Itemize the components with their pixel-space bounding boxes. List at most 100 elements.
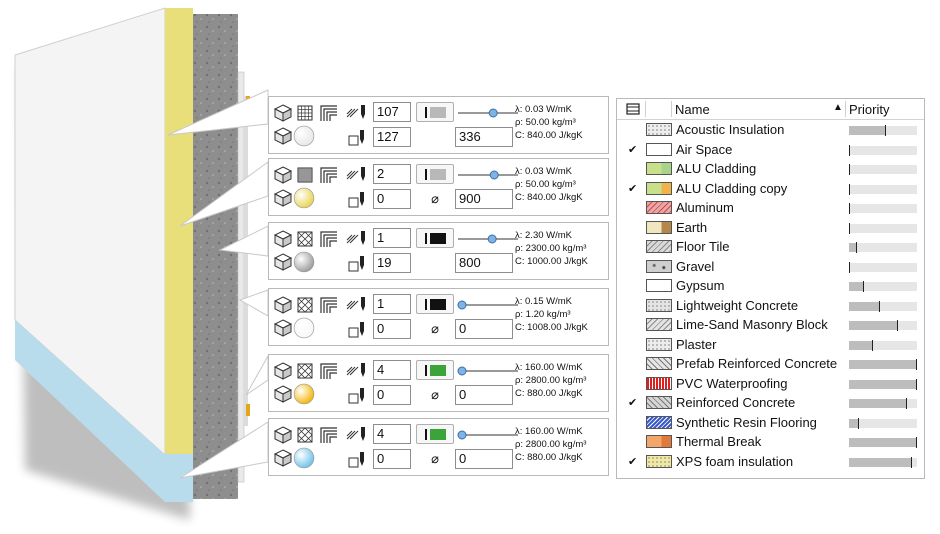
layer-slider[interactable] [454,107,522,119]
priority-bar[interactable] [849,144,917,156]
thickness-field[interactable]: 4 [373,360,411,380]
layer-extra-field[interactable]: 0 [455,319,513,339]
list-item[interactable]: Lime-Sand Masonry Block [617,316,924,335]
hatch-pen-icon[interactable] [343,361,369,381]
priority-bar[interactable] [849,398,917,409]
material-cube-icon[interactable] [273,188,293,208]
priority-bar[interactable] [849,242,917,253]
material-cube-icon[interactable] [273,126,293,146]
priority-bar[interactable] [849,164,917,175]
surface-sphere-icon-0[interactable] [293,125,315,147]
list-item[interactable]: Plaster [617,336,924,355]
fill-color-swatch[interactable] [416,102,454,122]
list-item[interactable]: Gypsum [617,277,924,296]
list-item[interactable]: Lightweight Concrete [617,297,924,316]
list-item[interactable]: PVC Waterproofing [617,375,924,394]
surface-sphere-icon-3[interactable] [293,317,315,339]
priority-bar[interactable] [849,222,917,234]
check-icon[interactable]: ✔ [628,455,638,468]
line-type-icon[interactable] [319,361,339,381]
material-cube-icon[interactable] [273,252,293,272]
hatch-pen-icon[interactable] [343,425,369,445]
surface-sphere-icon-4[interactable] [293,383,315,405]
layer-extra-field[interactable]: 336 [455,127,513,147]
priority-field[interactable]: 127 [373,127,411,147]
layer-slider[interactable] [454,233,522,245]
layer-slider[interactable] [454,299,522,311]
checkbox-pen-icon[interactable] [345,450,369,470]
checkbox-pen-icon[interactable] [345,254,369,274]
fill-color-swatch[interactable] [416,228,454,248]
check-icon[interactable]: ✔ [628,143,638,156]
thickness-field[interactable]: 4 [373,424,411,444]
list-item[interactable]: ✔ XPS foam insulation [617,453,924,472]
fill-color-swatch[interactable] [416,360,454,380]
checkbox-pen-icon[interactable] [345,190,369,210]
check-icon[interactable]: ✔ [628,397,638,409]
priority-bar[interactable] [849,456,917,468]
material-cube-icon[interactable] [273,384,293,404]
name-column-header[interactable]: Name [675,102,710,117]
hatch-pattern-icon[interactable] [295,165,315,185]
priority-bar[interactable] [849,378,917,390]
priority-bar[interactable] [849,300,917,312]
priority-bar[interactable] [849,203,917,214]
columns-settings-icon[interactable] [626,103,640,115]
line-type-icon[interactable] [319,103,339,123]
checkbox-pen-icon[interactable] [345,128,369,148]
fill-color-swatch[interactable] [416,164,454,184]
hatch-pen-icon[interactable] [343,229,369,249]
surface-sphere-icon-5[interactable] [293,447,315,469]
priority-field[interactable]: 0 [373,385,411,405]
list-item[interactable]: ✔ Air Space [617,141,924,160]
list-item[interactable]: Aluminum [617,199,924,218]
material-cube-icon[interactable] [273,295,293,315]
fill-color-swatch[interactable] [416,294,454,314]
checkbox-pen-icon[interactable] [345,386,369,406]
list-item[interactable]: ✔ Reinforced Concrete [617,394,924,413]
priority-bar[interactable] [849,261,917,273]
list-item[interactable]: Synthetic Resin Flooring [617,414,924,433]
check-icon[interactable]: ✔ [628,182,638,195]
material-cube-icon[interactable] [273,103,293,123]
list-item[interactable]: Gravel [617,258,924,277]
list-item[interactable]: ✔ ALU Cladding copy [617,180,924,199]
priority-field[interactable]: 19 [373,253,411,273]
material-cube-icon[interactable] [273,361,293,381]
line-type-icon[interactable] [319,165,339,185]
priority-bar[interactable] [849,437,917,448]
priority-bar[interactable] [849,339,917,351]
priority-bar[interactable] [849,320,917,331]
layer-extra-field[interactable]: 900 [455,189,513,209]
priority-bar[interactable] [849,417,917,429]
layer-extra-field[interactable]: 0 [455,449,513,469]
hatch-pattern-icon[interactable] [295,103,315,123]
thickness-field[interactable]: 1 [373,294,411,314]
sort-ascending-icon[interactable]: ▲ [833,102,843,113]
line-type-icon[interactable] [319,425,339,445]
layer-slider[interactable] [454,365,522,377]
material-cube-icon[interactable] [273,448,293,468]
line-type-icon[interactable] [319,295,339,315]
list-item[interactable]: Thermal Break [617,433,924,452]
material-cube-icon[interactable] [273,425,293,445]
hatch-pattern-icon[interactable] [295,295,315,315]
priority-bar[interactable] [849,359,917,370]
list-item[interactable]: Prefab Reinforced Concrete [617,355,924,374]
list-item[interactable]: Earth [617,219,924,238]
material-cube-icon[interactable] [273,318,293,338]
priority-bar[interactable] [849,125,917,136]
layer-extra-field[interactable]: 800 [455,253,513,273]
priority-field[interactable]: 0 [373,449,411,469]
hatch-pattern-icon[interactable] [295,425,315,445]
list-item[interactable]: Floor Tile [617,238,924,257]
material-cube-icon[interactable] [273,229,293,249]
fill-color-swatch[interactable] [416,424,454,444]
list-item[interactable]: ALU Cladding [617,160,924,179]
thickness-field[interactable]: 1 [373,228,411,248]
hatch-pen-icon[interactable] [343,295,369,315]
hatch-pen-icon[interactable] [343,103,369,123]
priority-column-header[interactable]: Priority [849,102,890,117]
material-cube-icon[interactable] [273,165,293,185]
priority-field[interactable]: 0 [373,189,411,209]
